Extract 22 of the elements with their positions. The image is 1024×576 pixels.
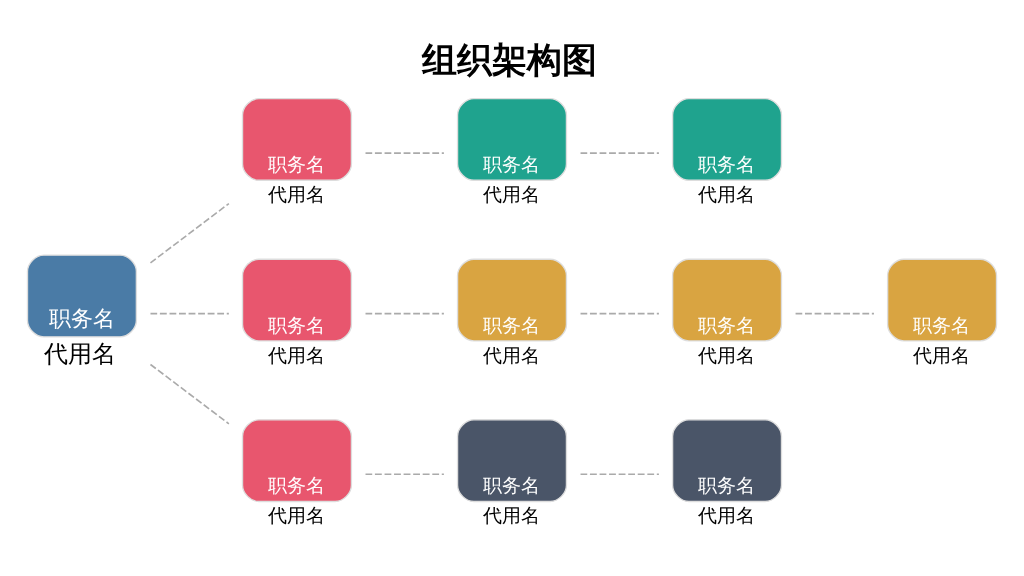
node-label: 代用名 [697, 503, 755, 526]
node-label: 代用名 [697, 343, 755, 366]
node-label: 代用名 [697, 182, 755, 205]
connector [149, 363, 230, 425]
connector [149, 202, 230, 264]
connector [579, 151, 660, 154]
node-label: 代用名 [267, 182, 325, 205]
node-label: 代用名 [44, 338, 117, 368]
connector [579, 472, 660, 475]
node-label: 代用名 [482, 503, 540, 526]
node-label: 代用名 [482, 182, 540, 205]
connector [364, 151, 445, 154]
node-label: 代用名 [267, 343, 325, 366]
connector [579, 312, 660, 314]
diagram-title: 组织架构图 [422, 38, 598, 80]
connector [794, 312, 875, 314]
connector [364, 472, 445, 475]
node-label: 代用名 [482, 343, 540, 366]
node-label: 代用名 [912, 343, 970, 366]
connector [149, 312, 230, 314]
node-label: 代用名 [267, 503, 325, 526]
connector [364, 312, 445, 314]
